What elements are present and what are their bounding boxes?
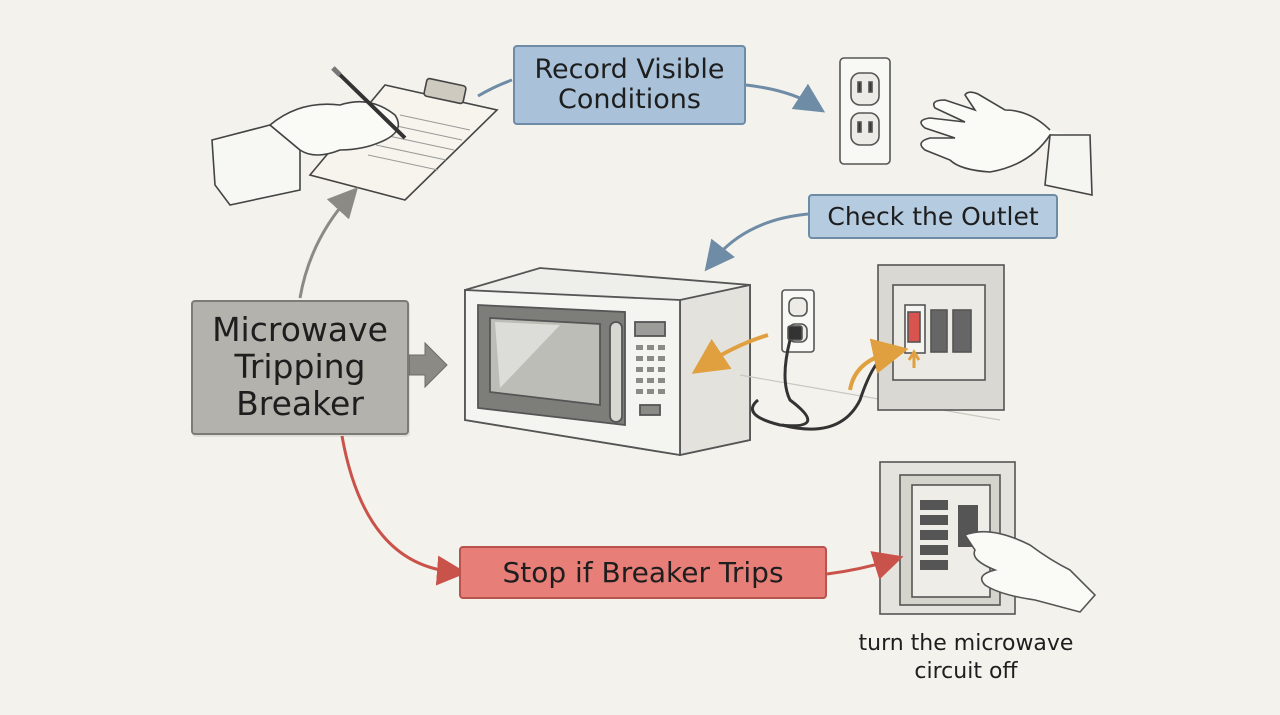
arrow-to-clipboard	[298, 187, 359, 299]
arrow-outlet-to-microwave	[704, 212, 809, 272]
breaker-switch-hand-icon	[879, 461, 1097, 615]
center-label-line-1: Microwave	[212, 310, 388, 350]
arrow-center-to-stop	[340, 435, 467, 586]
arrow-orange-to-breaker	[848, 338, 909, 391]
caption-line-1: turn the microwave	[858, 631, 1074, 656]
arrow-orange-to-microwave	[691, 333, 769, 374]
check-outlet-label: Check the Outlet	[827, 201, 1039, 231]
microwave-icon	[464, 267, 751, 457]
breaker-panel-icon	[877, 264, 1005, 411]
plug-outlet-icon	[739, 289, 1001, 431]
center-label-line-2: Tripping	[234, 347, 366, 387]
stop-breaker-label: Stop if Breaker Trips	[502, 555, 784, 589]
reaching-hand-icon	[920, 91, 1093, 196]
wall-outlet-icon	[839, 57, 891, 165]
center-label-box: Microwave Tripping Breaker	[191, 300, 409, 435]
record-label-line-2: Conditions	[558, 84, 701, 115]
center-label-line-3: Breaker	[236, 383, 364, 423]
stop-breaker-box: Stop if Breaker Trips	[459, 546, 827, 599]
arrow-to-microwave	[408, 341, 448, 389]
breaker-caption: turn the microwave circuit off	[848, 630, 1084, 685]
record-label-line-1: Record Visible	[534, 53, 725, 85]
clipboard-hand-icon	[211, 66, 499, 206]
arrow-record-to-outlet	[745, 83, 826, 113]
arrow-clipboard-to-record	[477, 78, 513, 98]
record-conditions-box: Record Visible Conditions	[513, 45, 746, 125]
arrow-stop-to-breaker	[826, 551, 904, 580]
caption-line-2: circuit off	[914, 658, 1018, 684]
check-outlet-box: Check the Outlet	[808, 194, 1058, 239]
